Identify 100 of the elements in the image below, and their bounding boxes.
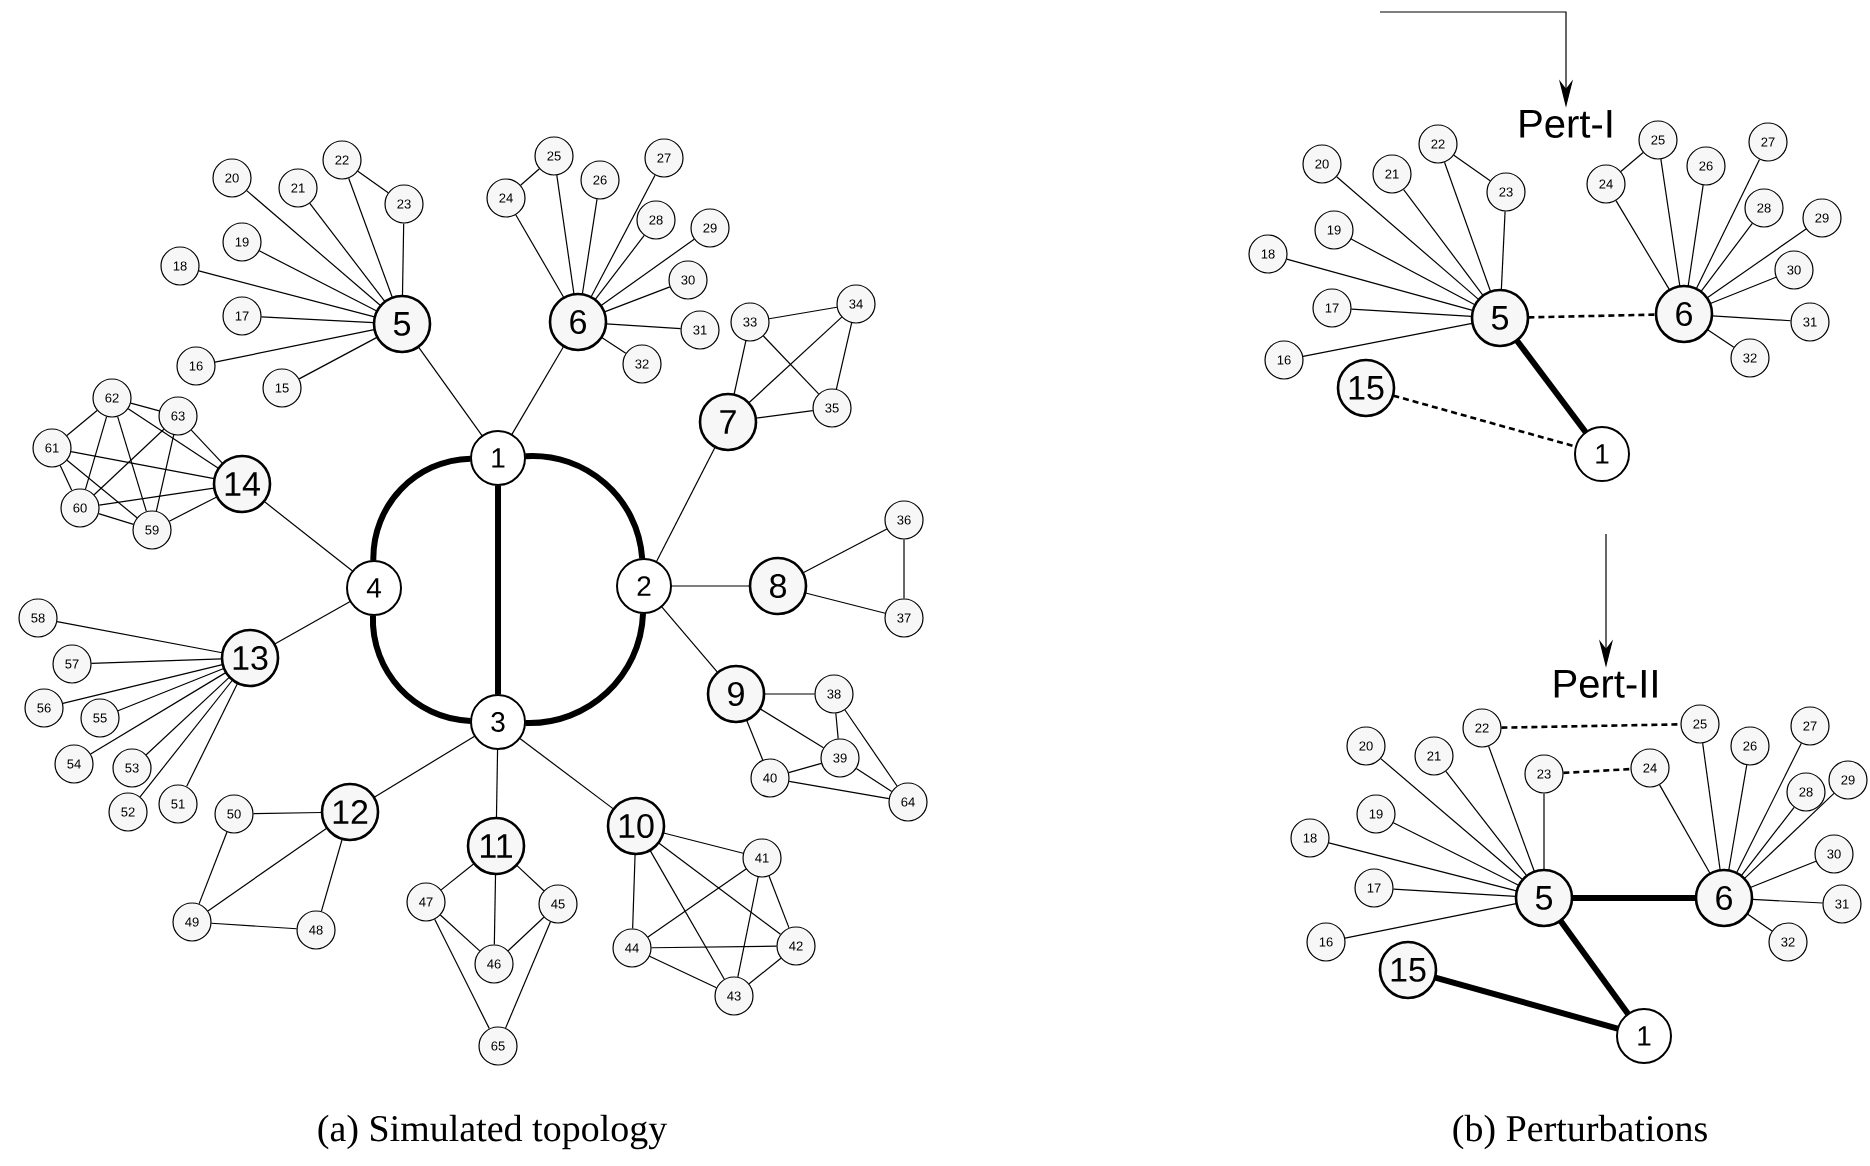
link-line [788,780,890,800]
link-line [1751,898,1824,904]
link-line [737,876,759,978]
link-line [145,676,230,756]
link-line [662,832,744,854]
link-line [260,316,375,324]
link-line [1501,723,1681,729]
link-line [507,916,545,952]
link-line [1563,767,1631,775]
link-line [759,708,825,749]
link-line [127,408,219,469]
link-line [903,538,905,600]
link-line [1445,770,1528,877]
link-line [56,621,223,654]
link-line [1380,758,1523,881]
link-line [1707,329,1735,348]
link-line [1302,322,1473,357]
link-line [274,600,351,645]
link-line [658,842,782,935]
link-line [1687,184,1704,287]
link-line [66,409,98,437]
link-line [1743,792,1835,879]
link-line [1434,974,1619,1032]
link-line [207,827,328,912]
ring-arc [525,613,647,726]
link-line [768,875,790,929]
link-line [1695,158,1761,290]
link-line [139,679,233,798]
link-line [762,335,820,395]
link-line [1543,792,1545,871]
link-line [1350,238,1476,306]
link-line [1660,158,1681,287]
stage-label: Pert-I [1520,110,1612,138]
link-line [1659,784,1711,874]
link-line [417,346,483,437]
link-line [748,957,782,985]
link-line [1728,764,1748,871]
link-line [600,238,695,307]
link-line [495,748,499,819]
link-line [1558,919,1631,1016]
link-line [198,270,376,318]
link-line [755,409,814,419]
link-line [190,429,224,464]
link-line [802,528,888,574]
link-line [168,496,218,522]
link-line [1500,210,1506,291]
link-line [258,250,378,312]
link-line [357,170,389,194]
link-line [1749,860,1817,889]
link-line [855,767,893,793]
link-line [594,234,645,301]
link-line [763,693,816,695]
link-line [581,198,598,295]
link-line [1403,188,1484,296]
link-line [1700,222,1753,292]
link-line [198,831,228,905]
link-line [1336,176,1480,300]
link-line [434,918,490,1030]
link-line [70,451,215,480]
link-line [670,585,751,587]
link-line [117,667,225,712]
link-line [804,592,886,614]
link-line [1711,315,1792,322]
link-line [1740,806,1795,877]
link-line [495,485,501,695]
link-line [511,345,565,435]
link-line [632,853,636,930]
link-line [519,737,614,810]
link-line [556,174,575,295]
link-line [844,709,898,787]
link-line [661,606,719,673]
link-line [1706,228,1807,299]
link-line [1702,742,1721,871]
link-line [66,459,138,519]
link-line [1453,154,1491,182]
link-line [1736,742,1802,874]
link-line [440,863,475,891]
link-line [1392,888,1517,897]
link-line [98,487,215,506]
link-line [649,850,725,980]
link-line [835,712,839,740]
link-line [1344,903,1517,939]
link-line [214,329,375,363]
ring-arc [525,453,646,560]
link-line [768,306,838,320]
link-line [1514,338,1588,434]
link-line [130,402,160,412]
subfigure-caption: (b) Perturbations [1453,1114,1707,1150]
link-line [605,323,682,330]
link-line [788,762,822,774]
link-line [1392,822,1520,886]
link-line [62,664,223,704]
link-line [1328,842,1518,892]
link-line [746,719,764,761]
link-line [1746,913,1773,932]
link-line [1620,151,1644,173]
ring-arc [369,615,471,724]
link-line [439,914,481,952]
link-line [263,500,354,572]
link-line [59,464,73,491]
